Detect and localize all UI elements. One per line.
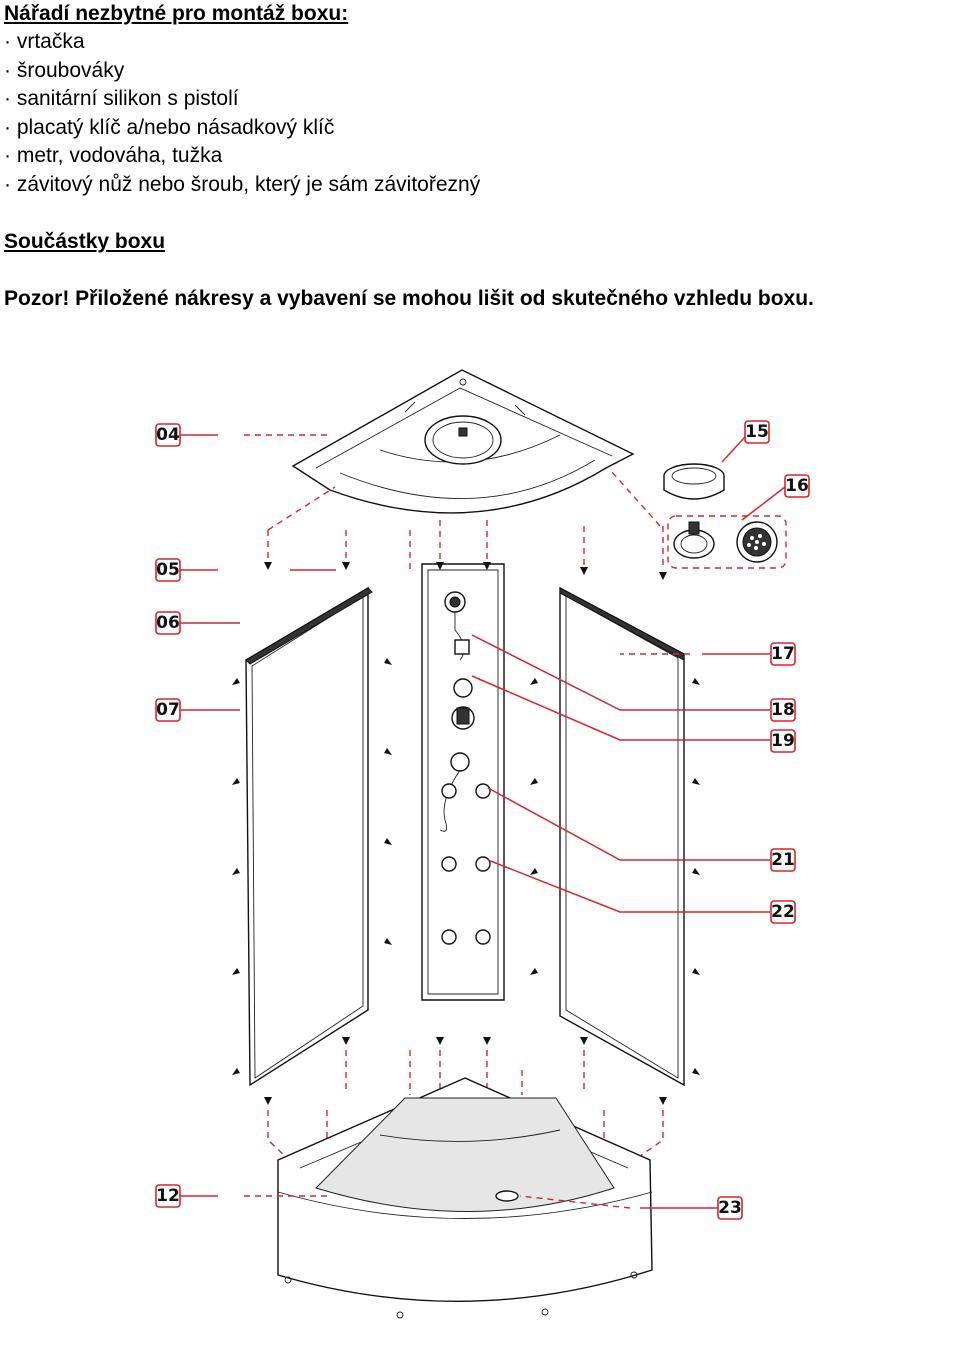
tool-item: · vrtačka (4, 30, 85, 53)
callout-07: 07 (155, 698, 181, 722)
svg-text:12: 12 (156, 1186, 180, 1206)
callout-18: 18 (770, 698, 796, 722)
svg-text:19: 19 (771, 731, 795, 751)
rain-shower-head (663, 463, 725, 500)
callout-05: 05 (155, 558, 181, 582)
svg-text:15: 15 (745, 422, 769, 442)
callout-17: 17 (770, 642, 796, 666)
svg-text:16: 16 (785, 476, 809, 496)
left-glass-panel (245, 586, 373, 1087)
shower-head-ring (673, 521, 715, 559)
callout-15: 15 (744, 420, 770, 444)
callout-21: 21 (770, 848, 796, 872)
tools-section: Nářadí nezbytné pro montáž boxu: · vrtač… (4, 0, 959, 199)
accessory-box (667, 515, 787, 569)
tools-heading: Nářadí nezbytné pro montáž boxu: (4, 2, 349, 25)
parts-heading: Součástky boxu (4, 230, 166, 253)
tool-item: · šroubováky (4, 58, 125, 82)
svg-text:06: 06 (156, 613, 180, 633)
svg-text:07: 07 (156, 700, 180, 720)
tool-item: · sanitární silikon s pistolí (4, 87, 239, 110)
callout-04: 04 (155, 423, 181, 447)
leader-lines (180, 434, 786, 1209)
right-glass-panel (559, 586, 685, 1087)
callout-06: 06 (155, 611, 181, 635)
svg-text:23: 23 (718, 1198, 742, 1218)
shower-tray (277, 1077, 653, 1319)
tool-item: · metr, vodováha, tužka (4, 144, 223, 167)
callout-19: 19 (770, 729, 796, 753)
callout-16: 16 (784, 474, 810, 498)
tool-item: · placatý klíč a/nebo násadkový klíč (4, 115, 335, 139)
roof-part (291, 369, 635, 514)
shower-head-nozzle-plate (736, 521, 778, 563)
svg-text:04: 04 (156, 425, 180, 445)
svg-text:18: 18 (771, 700, 795, 720)
tool-item: · závitový nůž nebo šroub, který je sám … (4, 172, 481, 196)
tools-list: · vrtačka · šroubováky · sanitární silik… (4, 28, 959, 199)
shower-column (421, 563, 505, 1001)
exploded-diagram: 04 05 06 07 12 15 16 17 18 19 21 22 23 (155, 369, 810, 1319)
warning-text: Pozor! Přiložené nákresy a vybavení se m… (4, 287, 814, 310)
svg-text:22: 22 (771, 902, 795, 922)
svg-text:17: 17 (771, 644, 795, 664)
callout-12: 12 (155, 1184, 181, 1208)
svg-text:05: 05 (156, 560, 180, 580)
callout-22: 22 (770, 900, 796, 924)
svg-text:21: 21 (771, 850, 795, 870)
callout-23: 23 (717, 1196, 743, 1220)
